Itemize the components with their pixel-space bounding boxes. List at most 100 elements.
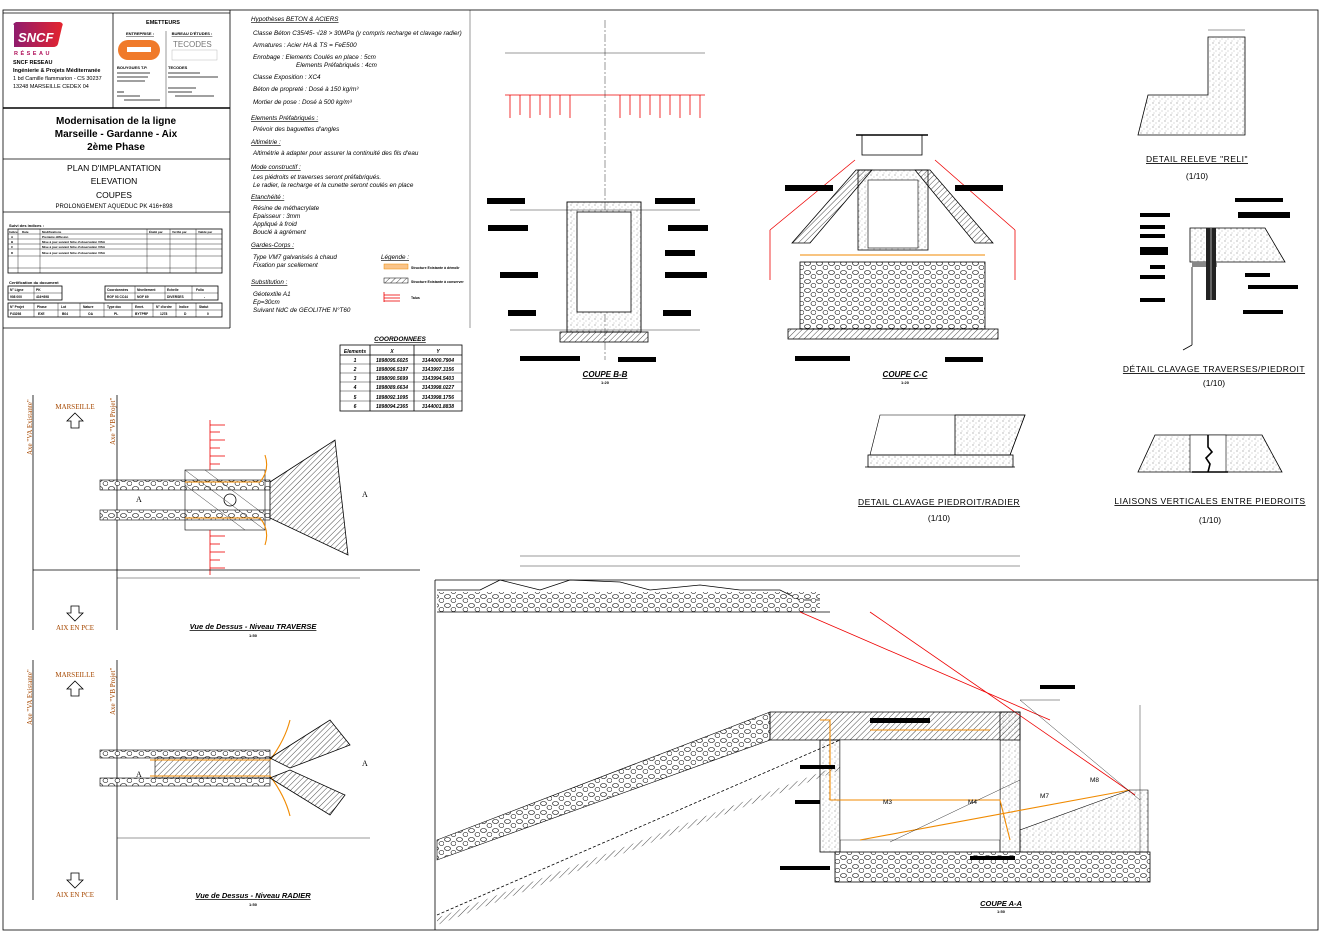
svg-text:COORDONNEES: COORDONNEES: [374, 336, 426, 343]
svg-text:1:20: 1:20: [601, 380, 610, 385]
svg-text:B04: B04: [62, 312, 68, 316]
svg-text:A: A: [136, 495, 142, 504]
svg-text:Ingénierie & Projets Méditerra: Ingénierie & Projets Méditerranée: [13, 68, 100, 74]
svg-text:Classe Exposition : XC4: Classe Exposition : XC4: [253, 74, 321, 81]
view-title: Vue de Dessus - Niveau RADIER: [195, 891, 311, 900]
view-title: DÉTAIL CLAVAGE TRAVERSES/PIEDROIT: [1123, 364, 1305, 374]
svg-text:Établi par: Établi par: [149, 229, 164, 234]
arrow-down-icon: [66, 872, 84, 889]
svg-text:1:20: 1:20: [901, 380, 910, 385]
svg-text:(1/10): (1/10): [1199, 515, 1221, 525]
svg-text:Prévoir des baguettes d'angles: Prévoir des baguettes d'angles: [253, 126, 340, 133]
coord-row: 6: [354, 404, 357, 410]
svg-text:Bouclé à agrément: Bouclé à agrément: [253, 229, 306, 236]
plan-traverse-view: Axe "VA Existante" Axe "VB Projet" MARSE…: [26, 395, 420, 638]
coupe-aa-view: M3 M4 M7 M8 COUPE A-A 1:50: [434, 555, 1318, 930]
svg-text:Suivant NdC de GEOLITHE N°T60: Suivant NdC de GEOLITHE N°T60: [253, 306, 351, 314]
sheet-border: [2, 9, 1319, 931]
svg-text:PK: PK: [36, 288, 41, 292]
svg-text:ENTREPRISE :: ENTREPRISE :: [126, 31, 154, 36]
svg-text:Nature: Nature: [83, 305, 94, 309]
svg-text:Structure Existante à conserve: Structure Existante à conserver: [411, 280, 464, 284]
view-title: COUPE B-B: [583, 370, 628, 379]
svg-text:Modifications: Modifications: [42, 230, 62, 234]
svg-text:Validé par: Validé par: [198, 230, 213, 234]
svg-text:2ème Phase: 2ème Phase: [87, 142, 145, 153]
view-title: COUPE C-C: [883, 370, 928, 379]
svg-text:Etanchéité :: Etanchéité :: [251, 194, 285, 201]
svg-text:Mode constructif :: Mode constructif :: [251, 164, 301, 171]
legend: Légende : Structure Existante à démolir …: [381, 254, 464, 302]
svg-text:416+898: 416+898: [36, 295, 49, 299]
owner-name: SNCF RESEAU: [13, 60, 52, 66]
svg-text:A: A: [11, 235, 14, 239]
svg-text:BYTPRF: BYTPRF: [135, 312, 148, 316]
svg-text:Axe "VA Existante": Axe "VA Existante": [26, 669, 34, 725]
svg-text:1898095.6025: 1898095.6025: [376, 358, 408, 364]
svg-text:Première diffusion: Première diffusion: [42, 235, 69, 239]
svg-text:1898092.1095: 1898092.1095: [376, 395, 408, 401]
svg-text:Coordonnées: Coordonnées: [107, 288, 128, 292]
svg-text:1898090.5699: 1898090.5699: [376, 376, 408, 382]
svg-text:Résine de méthacrylate: Résine de méthacrylate: [253, 205, 320, 212]
svg-text:Vérifié par: Vérifié par: [172, 230, 188, 234]
svg-text:Substitution :: Substitution :: [251, 279, 288, 286]
svg-text:Lot: Lot: [61, 305, 67, 309]
coord-row: 3: [354, 376, 357, 382]
svg-text:1898096.5197: 1898096.5197: [376, 367, 408, 373]
legend-swatch-demolish: [383, 263, 409, 270]
svg-text:F43298: F43298: [10, 312, 21, 316]
svg-text:Altimétrie :: Altimétrie :: [250, 139, 281, 146]
svg-text:Y: Y: [436, 349, 440, 355]
svg-text:COUPES: COUPES: [96, 190, 132, 200]
svg-text:Légende :: Légende :: [381, 254, 409, 261]
svg-text:Suivi des indices :: Suivi des indices :: [9, 223, 44, 228]
svg-text:3143998.1756: 3143998.1756: [422, 395, 454, 401]
svg-text:3143997.3156: 3143997.3156: [422, 367, 454, 373]
coupe-bb-view: COUPE B-B 1:20: [487, 20, 708, 385]
view-title: LIAISONS VERTICALES ENTRE PIEDROITS: [1114, 496, 1305, 506]
svg-text:MARSEILLE: MARSEILLE: [55, 403, 94, 411]
svg-text:Epaisseur : 3mm: Epaisseur : 3mm: [253, 213, 300, 220]
general-notes: Hypothèses BETON & ACIERS Classe Béton C…: [250, 16, 464, 314]
svg-text:Certification du document: Certification du document: [9, 280, 59, 285]
svg-text:BOUYGUES T.P.: BOUYGUES T.P.: [117, 65, 147, 70]
svg-text:D: D: [184, 312, 187, 316]
svg-text:Elements Préfabriqués :: Elements Préfabriqués :: [251, 115, 318, 122]
svg-text:-: -: [204, 295, 205, 299]
svg-text:Elements: Elements: [344, 349, 366, 355]
svg-text:D: D: [11, 251, 14, 255]
svg-text:PROLONGEMENT AQUEDUC PK 416+8: PROLONGEMENT AQUEDUC PK 416+898: [55, 204, 173, 210]
svg-text:Folio: Folio: [196, 288, 204, 292]
svg-text:ELEVATION: ELEVATION: [91, 176, 137, 186]
svg-text:Ep=30cm: Ep=30cm: [253, 299, 280, 306]
svg-text:AIX EN PCE: AIX EN PCE: [56, 624, 94, 632]
svg-text:Enrobage : Elements Coulés en: Enrobage : Elements Coulés en place : 5c…: [253, 54, 376, 61]
tecodes-logo: TECODES: [173, 40, 212, 49]
svg-text:(1/10): (1/10): [1203, 378, 1225, 388]
marker-label: M7: [1040, 793, 1049, 800]
coord-row: 2: [353, 367, 357, 373]
svg-text:Marseille - Gardanne - Aix: Marseille - Gardanne - Aix: [55, 129, 178, 140]
svg-text:A: A: [362, 490, 368, 499]
svg-text:C: C: [11, 245, 14, 249]
svg-text:1:50: 1:50: [249, 902, 258, 907]
marker-label: M8: [1090, 777, 1099, 784]
svg-text:908 000: 908 000: [10, 295, 22, 299]
view-title: DETAIL RELEVE "RELI": [1146, 154, 1248, 164]
svg-text:Fixation par scellement: Fixation par scellement: [253, 262, 318, 269]
svg-text:Axe "VA Existante": Axe "VA Existante": [26, 399, 34, 455]
svg-text:Gardes-Corps :: Gardes-Corps :: [251, 242, 294, 249]
view-title: DETAIL CLAVAGE PIEDROIT/RADIER: [858, 497, 1020, 507]
detail-reli-view: DETAIL RELEVE "RELI" (1/10): [1137, 29, 1248, 181]
svg-text:Géotextile A1: Géotextile A1: [253, 291, 291, 298]
note-heading: Hypothèses BETON & ACIERS: [251, 16, 339, 23]
svg-text:1:50: 1:50: [997, 909, 1006, 914]
svg-text:Elements Préfabriqués : 4cm: Elements Préfabriqués : 4cm: [296, 62, 377, 69]
detail-clavage-radier-view: DETAIL CLAVAGE PIEDROIT/RADIER (1/10): [858, 414, 1026, 523]
sncf-logo: SNCF RÉSEAU: [13, 22, 63, 57]
svg-text:EXE: EXE: [38, 312, 45, 316]
svg-text:Structure Existante à démolir: Structure Existante à démolir: [411, 266, 460, 270]
svg-text:Béton de propreté : Dosé à 150: Béton de propreté : Dosé à 150 kg/m³: [253, 86, 359, 93]
